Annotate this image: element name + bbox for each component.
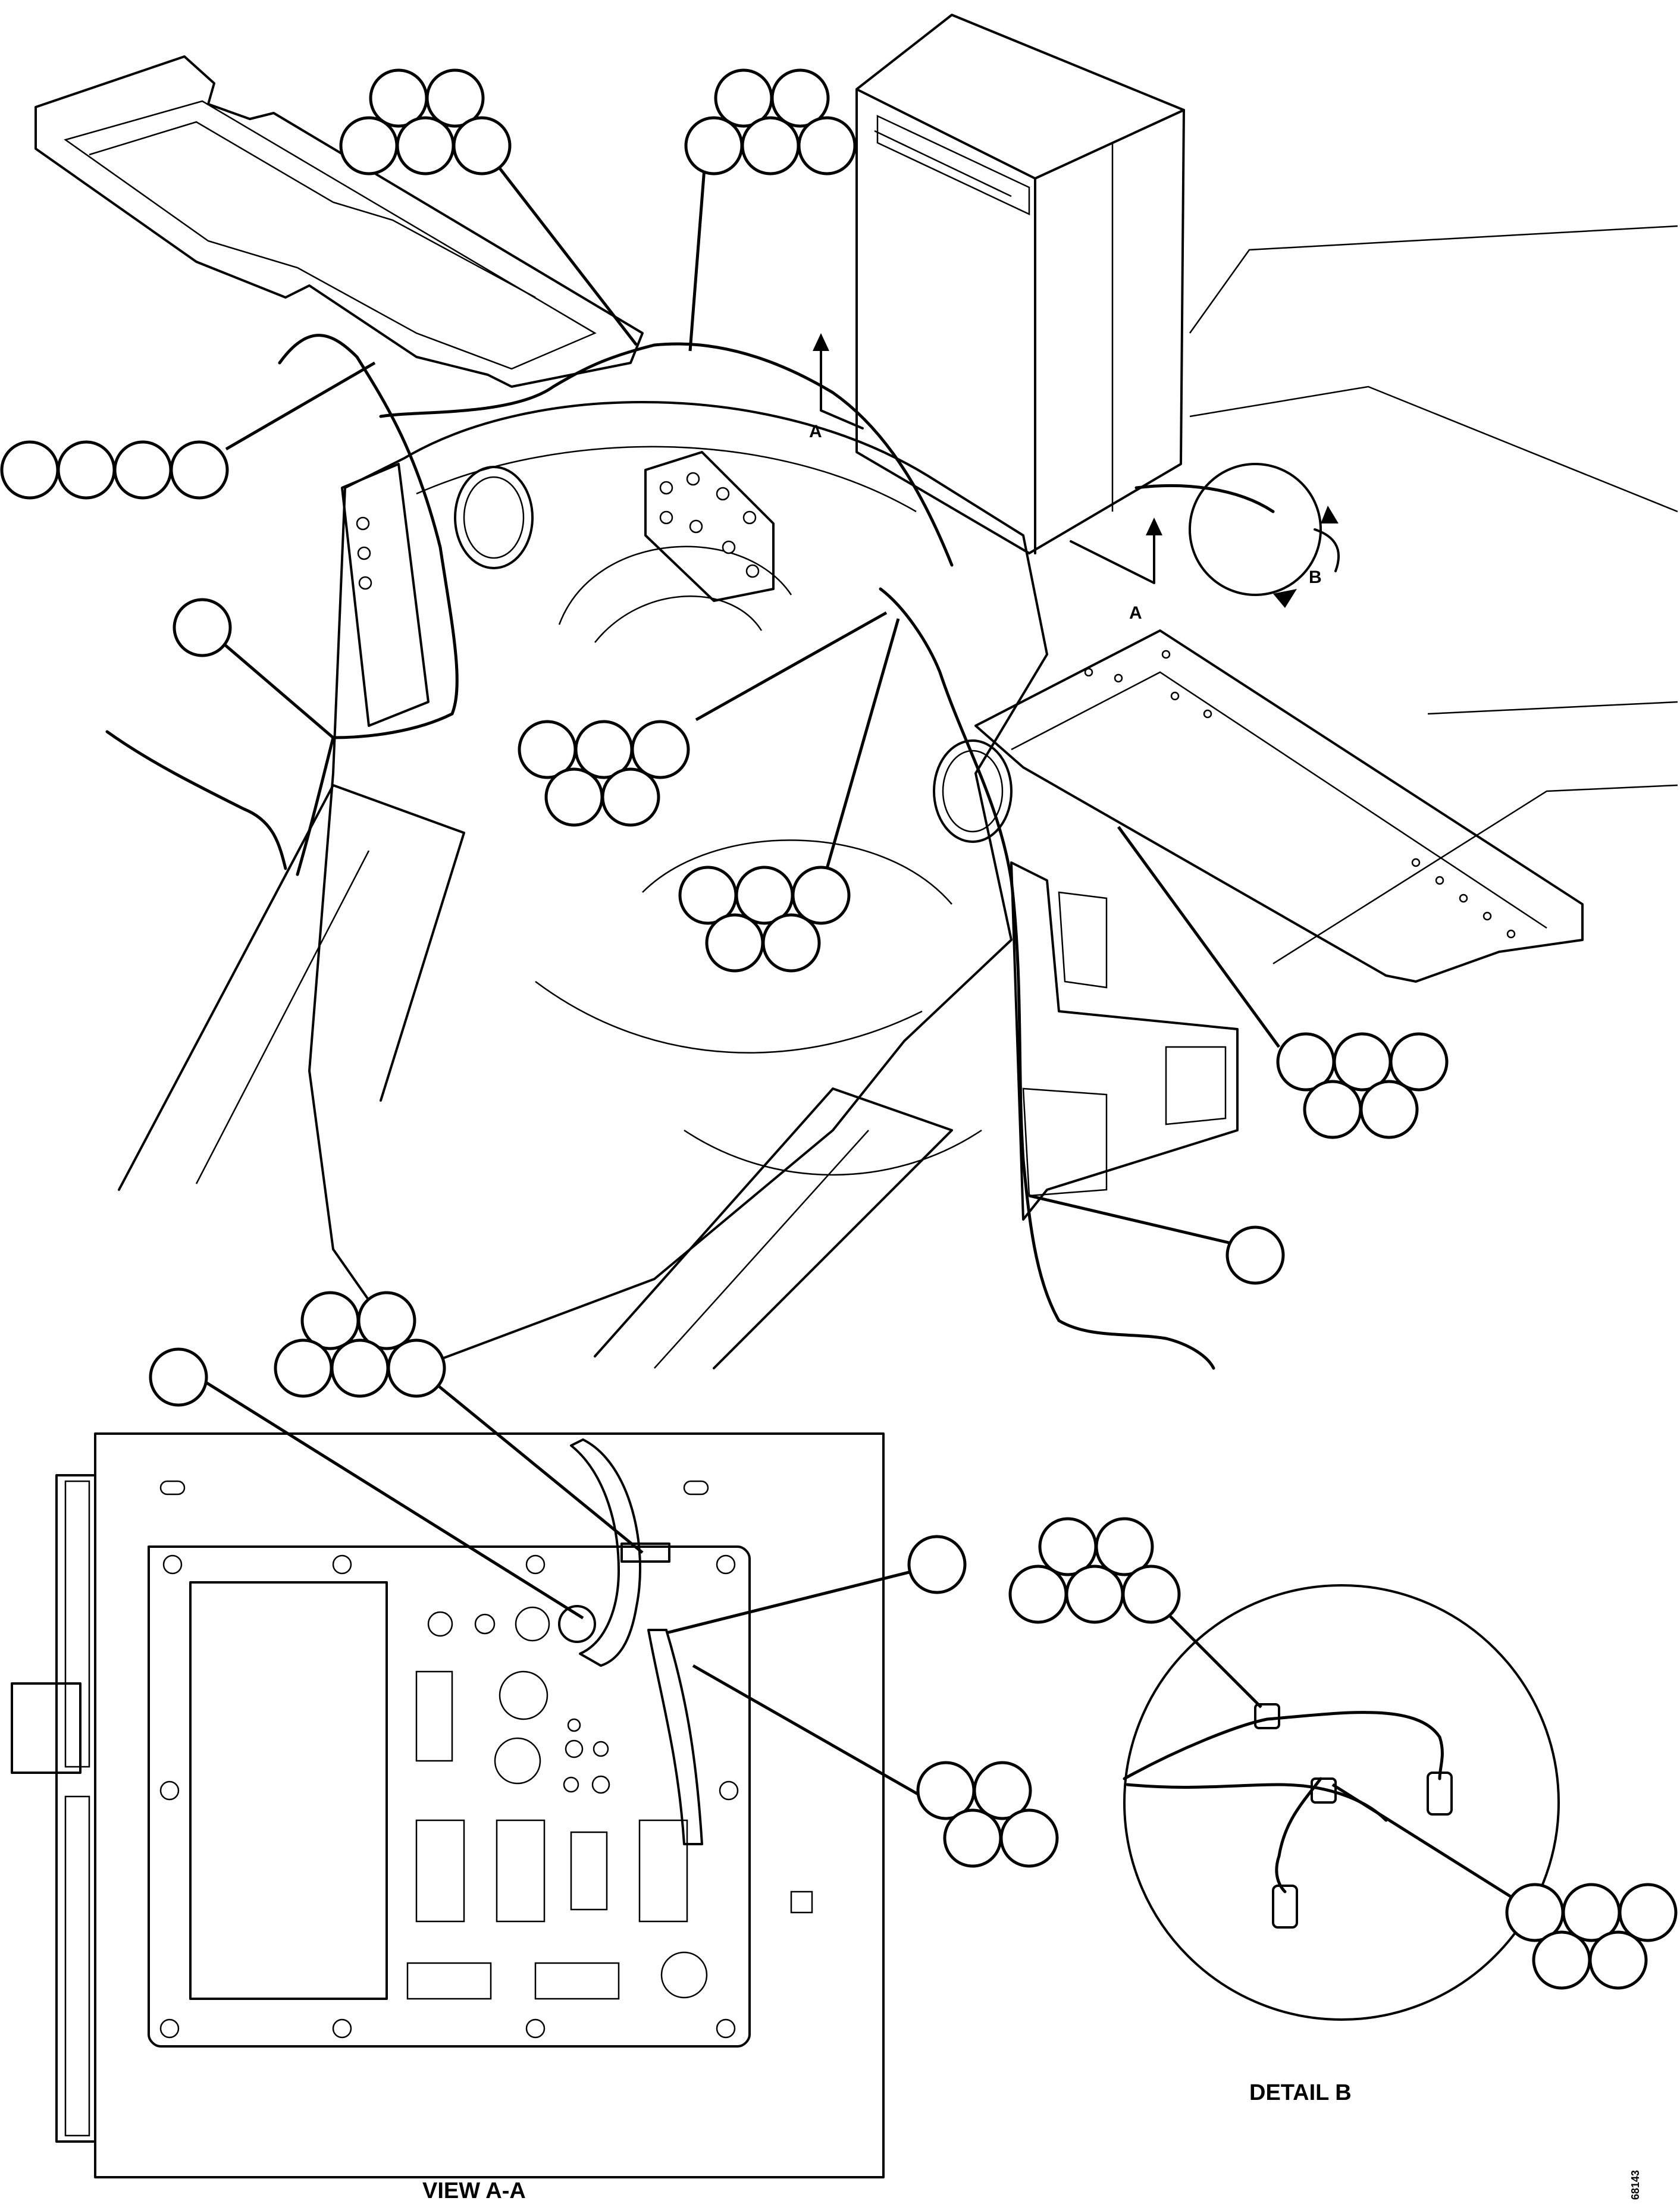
right-beam <box>974 629 1584 983</box>
item-callout-bubble <box>274 1338 333 1398</box>
callout-group-mid-lower <box>678 866 851 973</box>
item-callout-bubble <box>57 440 116 500</box>
item-callout-bubble <box>684 116 744 175</box>
callout-view-a-single-right <box>907 1535 967 1594</box>
item-callout-bubble <box>425 68 485 128</box>
section-a-label-top: A <box>809 422 822 441</box>
item-callout-bubble <box>907 1535 967 1594</box>
item-callout-bubble <box>330 1338 390 1398</box>
item-callout-bubble <box>452 116 512 175</box>
detail-b-leaders <box>1165 1611 1542 1917</box>
callout-group-left-row <box>0 440 229 500</box>
detail-b: DETAIL B <box>1123 1584 1560 2105</box>
view-a-leaders <box>201 1378 923 1798</box>
callout-view-a-single-left <box>149 1347 208 1407</box>
item-callout-bubble <box>1588 1930 1648 1990</box>
item-callout-bubble <box>0 440 59 500</box>
electrical-cabinet <box>855 14 1185 554</box>
item-callout-bubble <box>357 1291 416 1350</box>
drawing-number: 68143 <box>1629 2170 1641 2200</box>
detail-b-marker: B <box>1309 568 1322 587</box>
item-callout-bubble <box>170 440 229 500</box>
item-callout-bubble <box>1095 1517 1154 1576</box>
item-callout-bubble <box>1532 1930 1591 1990</box>
item-callout-bubble <box>999 1808 1059 1868</box>
section-a-label-bottom: A <box>1129 603 1142 623</box>
main-view-leaders <box>207 159 1281 1245</box>
item-callout-bubble <box>387 1338 446 1398</box>
view-a-a-title: VIEW A-A <box>422 2178 526 2203</box>
item-callout-bubble <box>973 1761 1032 1820</box>
callout-single-left <box>173 598 232 657</box>
callout-view-a-group-bottom <box>916 1761 1059 1868</box>
item-callout-bubble <box>1359 1080 1419 1139</box>
item-callout-bubble <box>1303 1080 1362 1139</box>
main-assembly-view: A A B <box>35 14 1678 1370</box>
callout-single-right <box>1225 1225 1285 1285</box>
callout-detail-b-group-bottom <box>1505 1883 1678 1990</box>
item-callout-bubble <box>113 440 173 500</box>
conduit <box>570 1438 641 1667</box>
item-callout-bubble <box>761 913 821 973</box>
item-callout-bubble <box>1389 1032 1449 1092</box>
item-callout-bubble <box>770 68 830 128</box>
harness-cable-main <box>278 334 459 876</box>
detail-b-title: DETAIL B <box>1249 2080 1352 2105</box>
item-callout-bubble <box>1225 1225 1285 1285</box>
item-callout-bubble <box>339 116 399 175</box>
frame-yoke <box>308 401 1048 1369</box>
item-callout-bubble <box>943 1808 1002 1868</box>
item-callout-bubble <box>791 866 851 925</box>
callout-group-mid-upper <box>518 720 690 827</box>
item-callout-bubble <box>544 767 604 827</box>
item-callout-bubble <box>631 720 690 779</box>
item-callout-bubble <box>173 598 232 657</box>
item-callout-bubble <box>1121 1565 1181 1624</box>
item-callout-bubble <box>1008 1565 1068 1624</box>
beam-holes <box>1084 650 1516 939</box>
callout-detail-b-group-top <box>1008 1517 1181 1624</box>
detail-b-callout-circle <box>1189 463 1322 596</box>
item-callout-bubble <box>797 116 857 175</box>
view-a-a: VIEW A-A <box>11 1432 885 2203</box>
callout-group-right <box>1276 1032 1449 1139</box>
item-callout-bubble <box>741 116 800 175</box>
bolt-pattern <box>659 472 760 578</box>
deck-plate-left <box>35 55 644 388</box>
callout-view-a-group-top <box>274 1291 446 1398</box>
callout-group-top-left <box>339 68 512 175</box>
item-callout-bubble <box>149 1347 208 1407</box>
item-callout-bubble <box>601 767 660 827</box>
item-callout-bubble <box>1618 1883 1678 1942</box>
item-callout-bubble <box>1065 1565 1124 1624</box>
callout-group-top-center <box>684 68 857 175</box>
panel-knockouts <box>406 1606 813 2000</box>
item-callout-bubble <box>705 913 764 973</box>
item-callout-bubble <box>396 116 455 175</box>
